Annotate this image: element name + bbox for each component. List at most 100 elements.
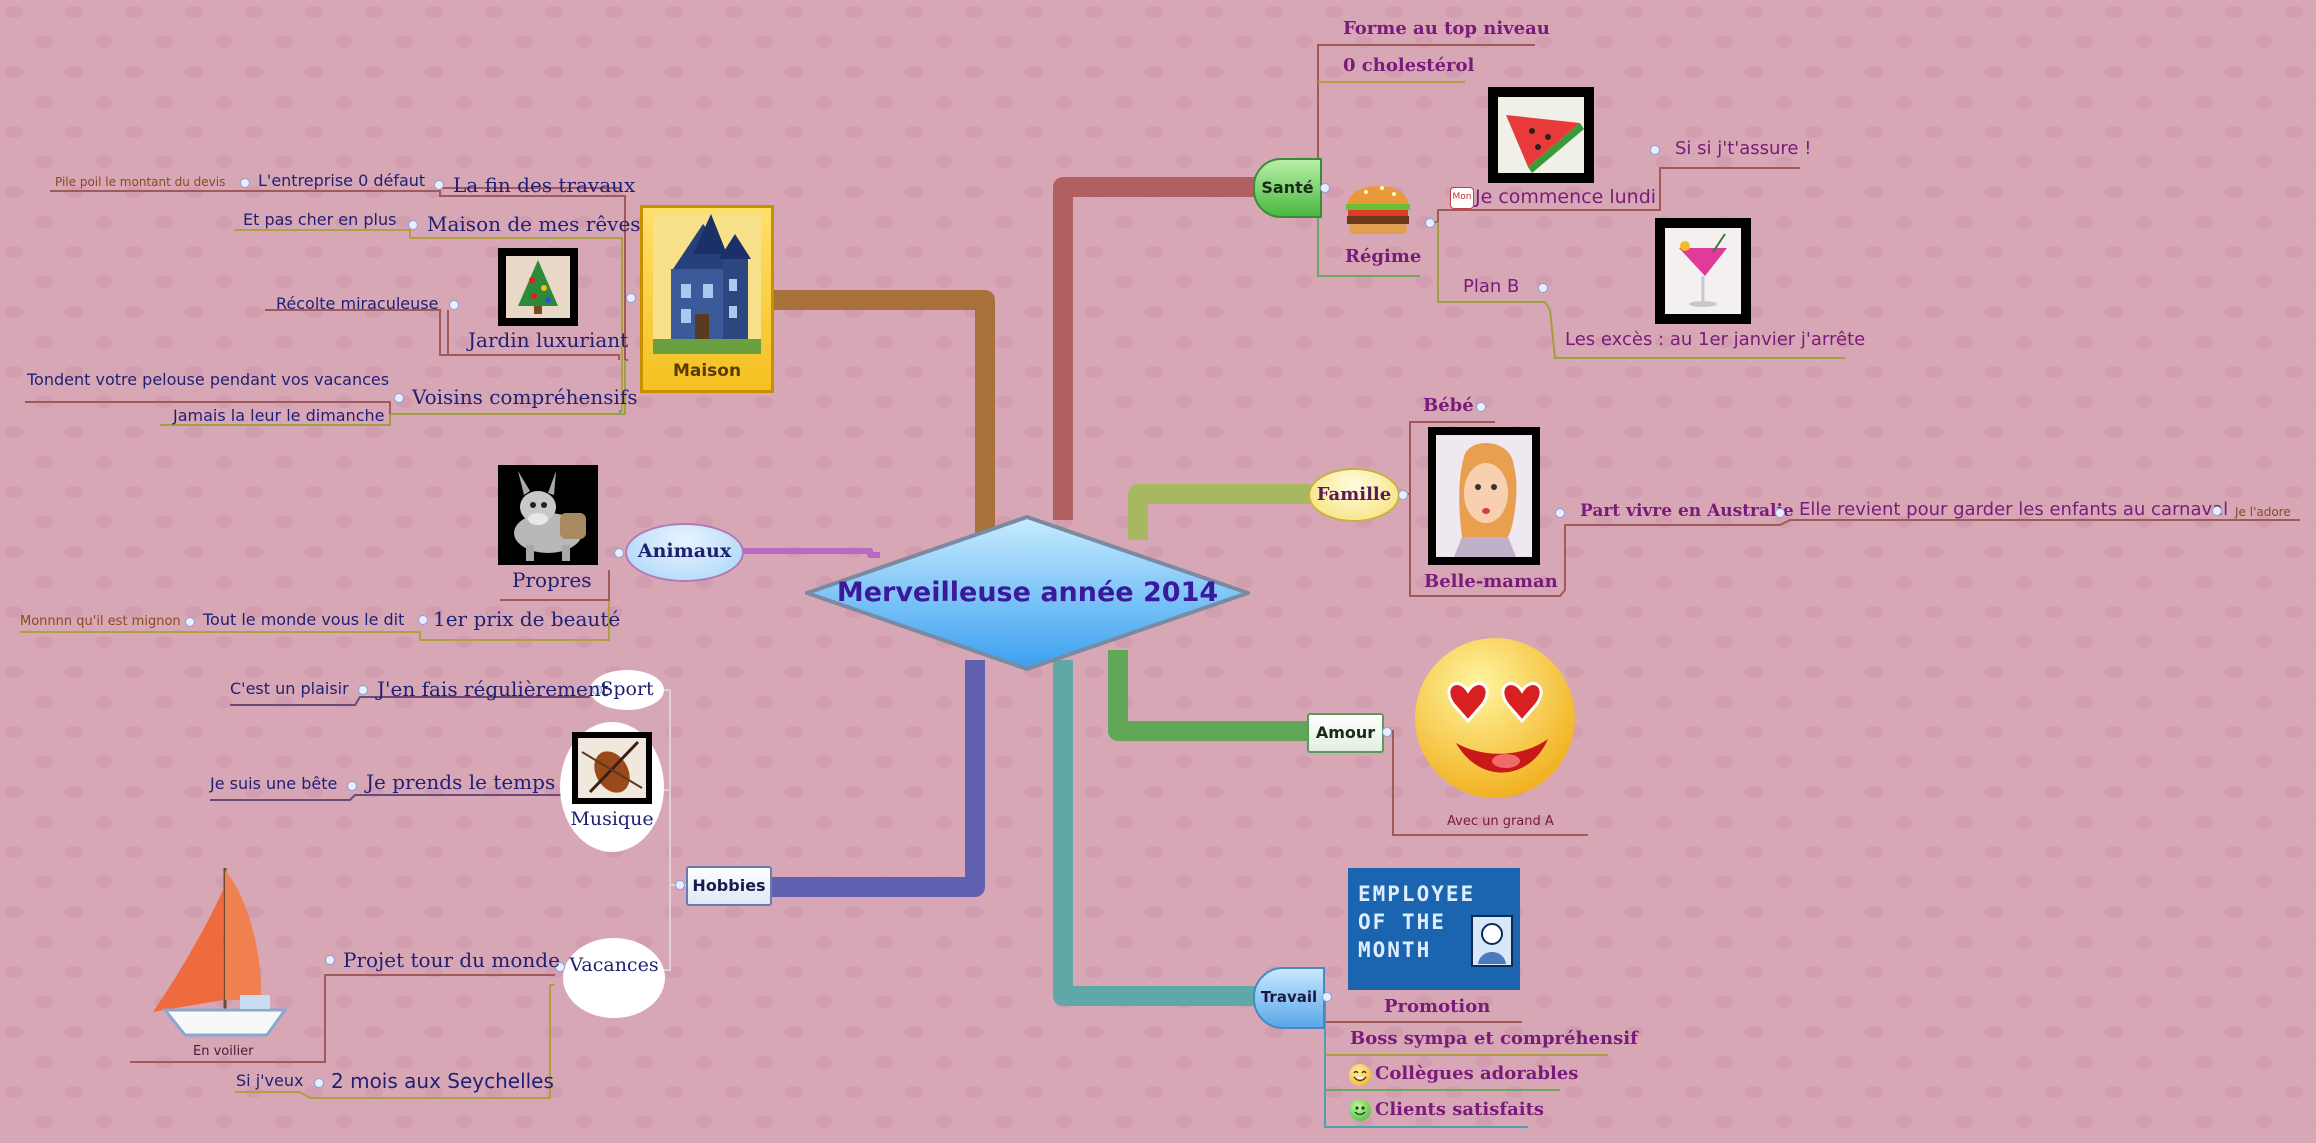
sante-cholesterol[interactable]: 0 cholestérol — [1343, 55, 1475, 76]
house-picture — [653, 214, 761, 354]
animaux-propres[interactable]: Propres — [512, 568, 592, 592]
amour-grand-a[interactable]: Avec un grand A — [1447, 814, 1554, 829]
famille-australie[interactable]: Part vivre en Australie — [1580, 501, 1794, 521]
violin-picture — [572, 732, 652, 804]
travail-clients[interactable]: Clients satisfaits — [1375, 1099, 1545, 1120]
vacances-bubble[interactable]: Vacances — [563, 938, 665, 1018]
maison-maison-reves[interactable]: Maison de mes rêves — [427, 212, 641, 236]
sante-si-si[interactable]: Si si j't'assure ! — [1675, 138, 1812, 159]
seychelles-toggle[interactable] — [314, 1078, 324, 1088]
badge-line-1: EMPLOYEE — [1358, 882, 1476, 906]
maison-label: Maison — [672, 361, 742, 381]
sport-toggle[interactable] — [592, 685, 602, 695]
jardin-toggle[interactable] — [449, 300, 459, 310]
musique-bubble[interactable]: Musique — [560, 722, 664, 852]
prix-toggle[interactable] — [418, 615, 428, 625]
hobbies-sport: Sport — [600, 678, 654, 700]
happy-face-icon — [1349, 1099, 1371, 1121]
travail-promotion[interactable]: Promotion — [1384, 996, 1491, 1017]
sante-toggle[interactable] — [1320, 183, 1330, 193]
sante-regime[interactable]: Régime — [1345, 246, 1422, 267]
sante-exces[interactable]: Les excès : au 1er janvier j'arrête — [1565, 329, 1866, 350]
bebe-toggle[interactable] — [1476, 402, 1486, 412]
branch-maison — [770, 290, 995, 540]
maison-fin-travaux[interactable]: La fin des travaux — [453, 173, 636, 197]
hobbies-plaisir[interactable]: C'est un plaisir — [230, 679, 349, 698]
belle-maman-toggle[interactable] — [1555, 508, 1565, 518]
tour-monde-toggle[interactable] — [325, 955, 335, 965]
badge-line-2: OF THE — [1358, 910, 1446, 934]
hobbies-vacances: Vacances — [569, 954, 659, 976]
travail-boss[interactable]: Boss sympa et compréhensif — [1350, 1028, 1638, 1049]
regulierement-toggle[interactable] — [358, 685, 368, 695]
amour-toggle[interactable] — [1382, 727, 1392, 737]
famille-bebe[interactable]: Bébé — [1423, 395, 1474, 416]
maison-voisins[interactable]: Voisins compréhensifs — [412, 385, 638, 409]
employee-face-icon — [1471, 915, 1513, 967]
maison-pas-cher[interactable]: Et pas cher en plus — [243, 210, 397, 229]
hobbies-topic[interactable]: Hobbies — [686, 866, 772, 906]
famille-carnaval[interactable]: Elle revient pour garder les enfants au … — [1799, 499, 2229, 520]
hobbies-seychelles[interactable]: 2 mois aux Seychelles — [331, 1069, 554, 1093]
vacances-toggle[interactable] — [555, 962, 565, 972]
famille-toggle[interactable] — [1398, 490, 1408, 500]
sante-topic[interactable]: Santé — [1253, 158, 1322, 218]
travail-toggle[interactable] — [1322, 992, 1332, 1002]
travail-topic[interactable]: Travail — [1253, 967, 1325, 1029]
branch-animaux — [740, 548, 880, 558]
carnaval-toggle[interactable] — [2212, 506, 2222, 516]
famille-topic[interactable]: Famille — [1308, 468, 1400, 522]
tout-monde-toggle[interactable] — [185, 617, 195, 627]
maison-jardin[interactable]: Jardin luxuriant — [468, 328, 629, 352]
branch-travail — [1053, 660, 1258, 1006]
hobbies-toggle[interactable] — [675, 880, 685, 890]
hobbies-tour-monde[interactable]: Projet tour du monde — [343, 948, 560, 972]
animaux-mignon[interactable]: Monnnn qu'il est mignon — [20, 614, 181, 629]
maison-tondent[interactable]: Tondent votre pelouse pendant vos vacanc… — [27, 370, 390, 389]
mother-in-law-picture — [1428, 427, 1540, 565]
animaux-toggle[interactable] — [614, 548, 624, 558]
branch-hobbies — [768, 660, 985, 897]
badge-line-3: MONTH — [1358, 938, 1432, 962]
animaux-prix[interactable]: 1er prix de beauté — [433, 607, 621, 631]
hobbies-regulierement[interactable]: J'en fais régulièrement — [377, 677, 609, 701]
sport-bubble[interactable]: Sport — [590, 670, 664, 710]
smiley-icon — [1349, 1064, 1371, 1086]
maison-pile-poil[interactable]: Pile poil le montant du devis — [55, 175, 226, 189]
love-smiley-picture — [1410, 635, 1580, 805]
hobbies-bete[interactable]: Je suis une bête — [210, 774, 338, 793]
amour-label: Amour — [1315, 723, 1376, 742]
hobbies-temps[interactable]: Je prends le temps — [366, 770, 556, 794]
travail-collegues[interactable]: Collègues adorables — [1375, 1063, 1579, 1084]
famille-belle-maman[interactable]: Belle-maman — [1424, 571, 1558, 592]
hobbies-si-je-veux[interactable]: Si j'veux — [236, 1071, 304, 1090]
maison-reves-toggle[interactable] — [408, 220, 418, 230]
sante-label: Santé — [1261, 178, 1314, 197]
plan-b-toggle[interactable] — [1538, 283, 1548, 293]
amour-topic[interactable]: Amour — [1307, 713, 1384, 753]
maison-topic[interactable]: Maison — [640, 205, 774, 393]
hobbies-voilier[interactable]: En voilier — [193, 1044, 254, 1059]
central-topic[interactable]: Merveilleuse année 2014 — [805, 515, 1250, 671]
sante-forme[interactable]: Forme au top niveau — [1343, 18, 1550, 39]
hobbies-label: Hobbies — [692, 876, 766, 895]
voisins-toggle[interactable] — [394, 393, 404, 403]
famille-adore[interactable]: Je l'adore — [2235, 505, 2291, 519]
burger-picture — [1342, 174, 1414, 240]
australie-toggle[interactable] — [1775, 508, 1785, 518]
maison-jamais[interactable]: Jamais la leur le dimanche — [173, 406, 385, 425]
temps-toggle[interactable] — [347, 781, 357, 791]
sante-lundi[interactable]: Je commence lundi — [1475, 186, 1657, 208]
animaux-topic[interactable]: Animaux — [625, 523, 744, 582]
travail-label: Travail — [1260, 988, 1318, 1006]
sante-plan-b[interactable]: Plan B — [1463, 276, 1520, 297]
maison-collapse-toggle[interactable] — [626, 293, 636, 303]
entreprise-toggle[interactable] — [240, 178, 250, 188]
maison-recolte[interactable]: Récolte miraculeuse — [276, 294, 439, 313]
animaux-tout-monde[interactable]: Tout le monde vous le dit — [203, 610, 405, 629]
maison-entreprise[interactable]: L'entreprise 0 défaut — [258, 171, 426, 190]
fin-travaux-toggle[interactable] — [434, 180, 444, 190]
lundi-toggle[interactable] — [1650, 145, 1660, 155]
sailboat-picture — [145, 860, 293, 1040]
regime-toggle[interactable] — [1425, 218, 1435, 228]
